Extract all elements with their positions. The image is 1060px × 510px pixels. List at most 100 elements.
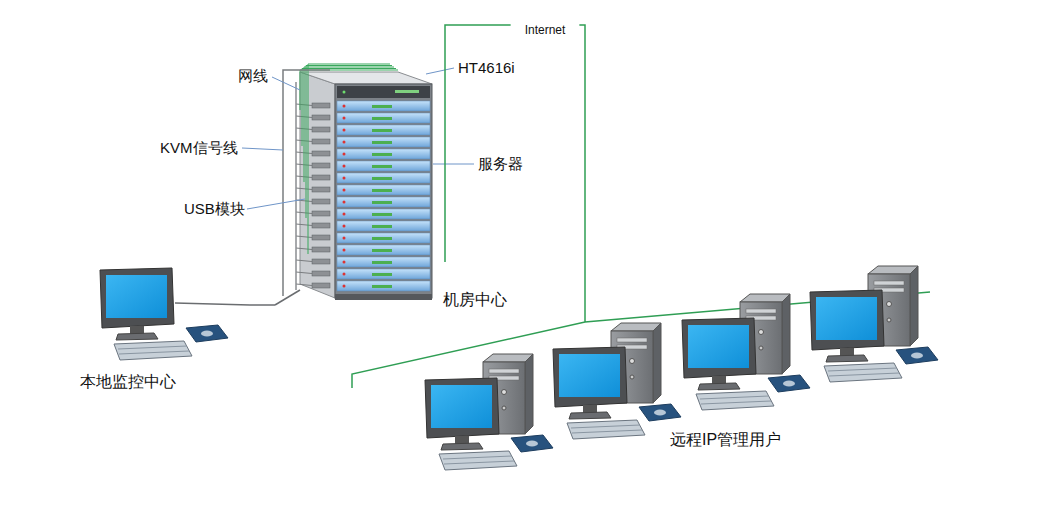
drawing-circle: [343, 261, 346, 264]
drawing-rect: [337, 137, 430, 147]
drawing-rect: [372, 189, 392, 192]
drawing-rect: [312, 211, 330, 216]
drawing-rect: [395, 90, 419, 93]
drawing-use: [425, 378, 553, 470]
drawing-circle: [343, 177, 346, 180]
drawing-line: [306, 65, 392, 66]
drawing-use: [810, 290, 938, 382]
drawing-line: [296, 212, 312, 214]
drawing-rect: [337, 173, 430, 183]
node-label: 本地监控中心: [80, 372, 176, 391]
drawing-rect: [337, 149, 430, 159]
drawing-rect: [312, 175, 330, 180]
drawing-rect: [337, 113, 430, 123]
drawing-use: [682, 318, 810, 410]
floor-shape: [275, 262, 555, 332]
drawing-circle: [343, 213, 346, 216]
drawing-rect: [372, 129, 392, 132]
part-label: 服务器: [478, 155, 523, 173]
drawing-g: [337, 101, 430, 291]
label-anchor: 网线: [238, 67, 268, 85]
drawing-path: [283, 70, 330, 296]
drawing-rect: [372, 105, 392, 108]
drawing-line: [304, 67, 305, 182]
drawing-circle: [343, 141, 346, 144]
drawing-line: [304, 67, 394, 68]
drawing-rect: [372, 225, 392, 228]
floor-shape: [340, 310, 1060, 510]
drawing-path: [175, 303, 250, 305]
drawing-rect: [312, 127, 330, 132]
drawing-polygon: [300, 72, 432, 84]
drawing-line: [308, 64, 309, 254]
drawing-rect: [337, 185, 430, 195]
drawing-rect: [337, 281, 430, 291]
drawing-rect: [312, 115, 330, 120]
machine-room-floor: 机房中心: [275, 262, 555, 332]
drawing-rect: [372, 117, 392, 120]
drawing-circle: [343, 165, 346, 168]
drawing-line: [272, 77, 300, 90]
node-label: 机房中心: [443, 290, 507, 309]
node-label: Internet: [525, 23, 566, 37]
drawing-line: [296, 272, 312, 274]
drawing-circle: [343, 91, 346, 94]
drawing-line: [302, 68, 396, 69]
drawing-rect: [372, 201, 392, 204]
drawing-line: [242, 148, 283, 150]
drawing-use: [553, 347, 681, 439]
drawing-line: [296, 236, 312, 238]
drawing-circle: [343, 249, 346, 252]
floor-outline: [275, 262, 555, 332]
drawing-rect: [312, 151, 330, 156]
drawing-line: [302, 69, 303, 147]
drawing-rect: [337, 101, 430, 111]
floor-outline: [340, 312, 1060, 510]
drawing-line: [296, 224, 312, 226]
internet-cloud: Internet: [511, 8, 580, 42]
drawing-rect: [312, 163, 330, 168]
drawing-line: [247, 199, 305, 209]
remote-user-zone: 远程IP管理用户: [340, 310, 1060, 510]
drawing-circle: [343, 129, 346, 132]
drawing-rect: [337, 86, 430, 98]
drawing-line: [306, 66, 307, 219]
drawing-rect: [337, 197, 430, 207]
drawing-circle: [343, 225, 346, 228]
drawing-rect: [312, 247, 330, 252]
label-anchor: USB模块: [184, 200, 245, 218]
drawing-g: [296, 64, 398, 288]
drawing-circle: [343, 273, 346, 276]
drawing-circle: [343, 189, 346, 192]
drawing-circle: [343, 117, 346, 120]
drawing-rect: [312, 283, 330, 288]
drawing-rect: [337, 245, 430, 255]
drawing-rect: [337, 161, 430, 171]
drawing-rect: [372, 213, 392, 216]
drawing-polygon: [300, 72, 335, 298]
drawing-path: [275, 290, 300, 305]
drawing-use: [100, 268, 228, 360]
network-link: [250, 304, 275, 306]
label-anchor: KVM信号线: [160, 139, 238, 157]
part-label: HT4616i: [458, 59, 515, 77]
part-label: USB模块: [184, 200, 245, 218]
drawing-rect: [312, 199, 330, 204]
drawing-rect: [372, 273, 392, 276]
drawing-circle: [343, 285, 346, 288]
drawing-rect: [312, 139, 330, 144]
drawing-rect: [372, 177, 392, 180]
drawing-rect: [337, 257, 430, 267]
drawing-rect: [335, 294, 432, 300]
drawing-rect: [372, 153, 392, 156]
part-label: 网线: [238, 67, 268, 85]
drawing-circle: [343, 153, 346, 156]
drawing-rect: [372, 261, 392, 264]
drawing-rect: [337, 125, 430, 135]
drawing-rect: [312, 235, 330, 240]
drawing-rect: [372, 285, 392, 288]
drawing-rect: [372, 165, 392, 168]
node-label: 远程IP管理用户: [670, 430, 781, 449]
